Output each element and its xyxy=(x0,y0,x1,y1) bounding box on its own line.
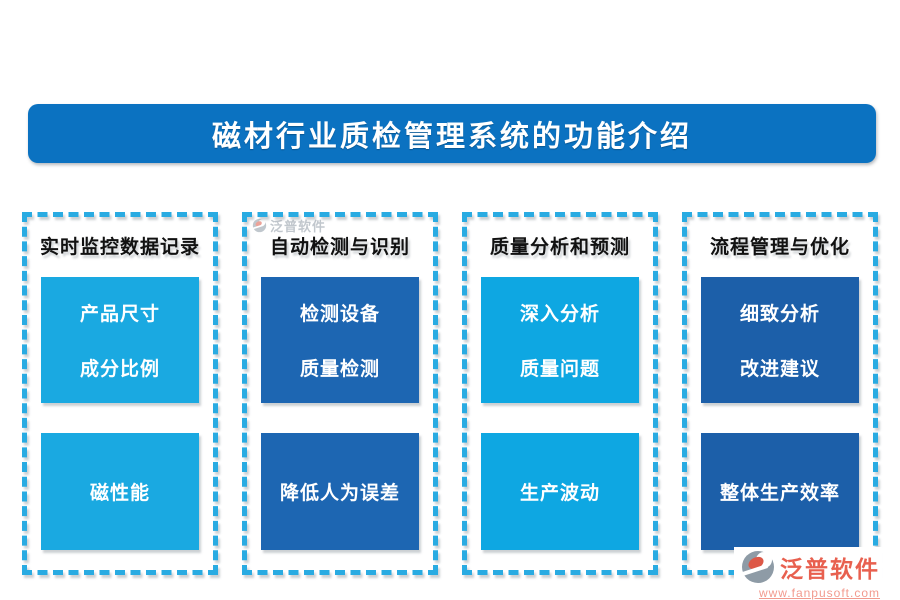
feature-box: 检测设备 质量检测 xyxy=(261,277,419,403)
feature-box-label: 生产波动 xyxy=(519,483,600,504)
feature-box: 降低人为误差 xyxy=(261,433,419,550)
feature-box: 生产波动 xyxy=(481,433,639,550)
brand-name: 泛普软件 xyxy=(780,556,880,582)
column-realtime-monitoring: 实时监控数据记录 产品尺寸 成分比例 磁性能 xyxy=(22,212,218,575)
brand-url[interactable]: www.fanpusoft.com xyxy=(758,586,880,600)
feature-box-label: 检测设备 xyxy=(299,304,380,325)
column-header: 质量分析和预测 xyxy=(489,237,630,258)
brand-logo-icon xyxy=(742,551,774,583)
feature-box-label: 质量问题 xyxy=(519,359,600,380)
feature-box-label: 磁性能 xyxy=(89,483,150,504)
feature-box-label: 整体生产效率 xyxy=(719,483,840,504)
column-quality-analysis: 质量分析和预测 深入分析 质量问题 生产波动 xyxy=(462,212,658,575)
feature-box: 磁性能 xyxy=(41,433,199,550)
feature-box-label: 改进建议 xyxy=(739,359,820,380)
feature-box-label: 产品尺寸 xyxy=(79,304,160,325)
column-header: 流程管理与优化 xyxy=(709,237,850,258)
feature-columns: 实时监控数据记录 产品尺寸 成分比例 磁性能 自动检测与识别 检测设备 质量检测… xyxy=(22,212,878,575)
feature-box-label: 质量检测 xyxy=(299,359,380,380)
column-header: 自动检测与识别 xyxy=(269,237,410,258)
feature-box: 深入分析 质量问题 xyxy=(481,277,639,403)
page-title: 磁材行业质检管理系统的功能介绍 xyxy=(211,120,692,153)
brand-logo: 泛普软件 www.fanpusoft.com xyxy=(734,547,882,600)
title-banner: 磁材行业质检管理系统的功能介绍 xyxy=(28,104,876,163)
column-auto-detection: 自动检测与识别 检测设备 质量检测 降低人为误差 xyxy=(242,212,438,575)
feature-box: 整体生产效率 xyxy=(701,433,859,550)
feature-box-label: 降低人为误差 xyxy=(279,483,400,504)
feature-box-label: 深入分析 xyxy=(519,304,600,325)
column-header: 实时监控数据记录 xyxy=(39,237,200,258)
column-process-management: 流程管理与优化 细致分析 改进建议 整体生产效率 xyxy=(682,212,878,575)
feature-box-label: 细致分析 xyxy=(739,304,820,325)
feature-box-label: 成分比例 xyxy=(79,359,160,380)
feature-box: 细致分析 改进建议 xyxy=(701,277,859,403)
feature-box: 产品尺寸 成分比例 xyxy=(41,277,199,403)
